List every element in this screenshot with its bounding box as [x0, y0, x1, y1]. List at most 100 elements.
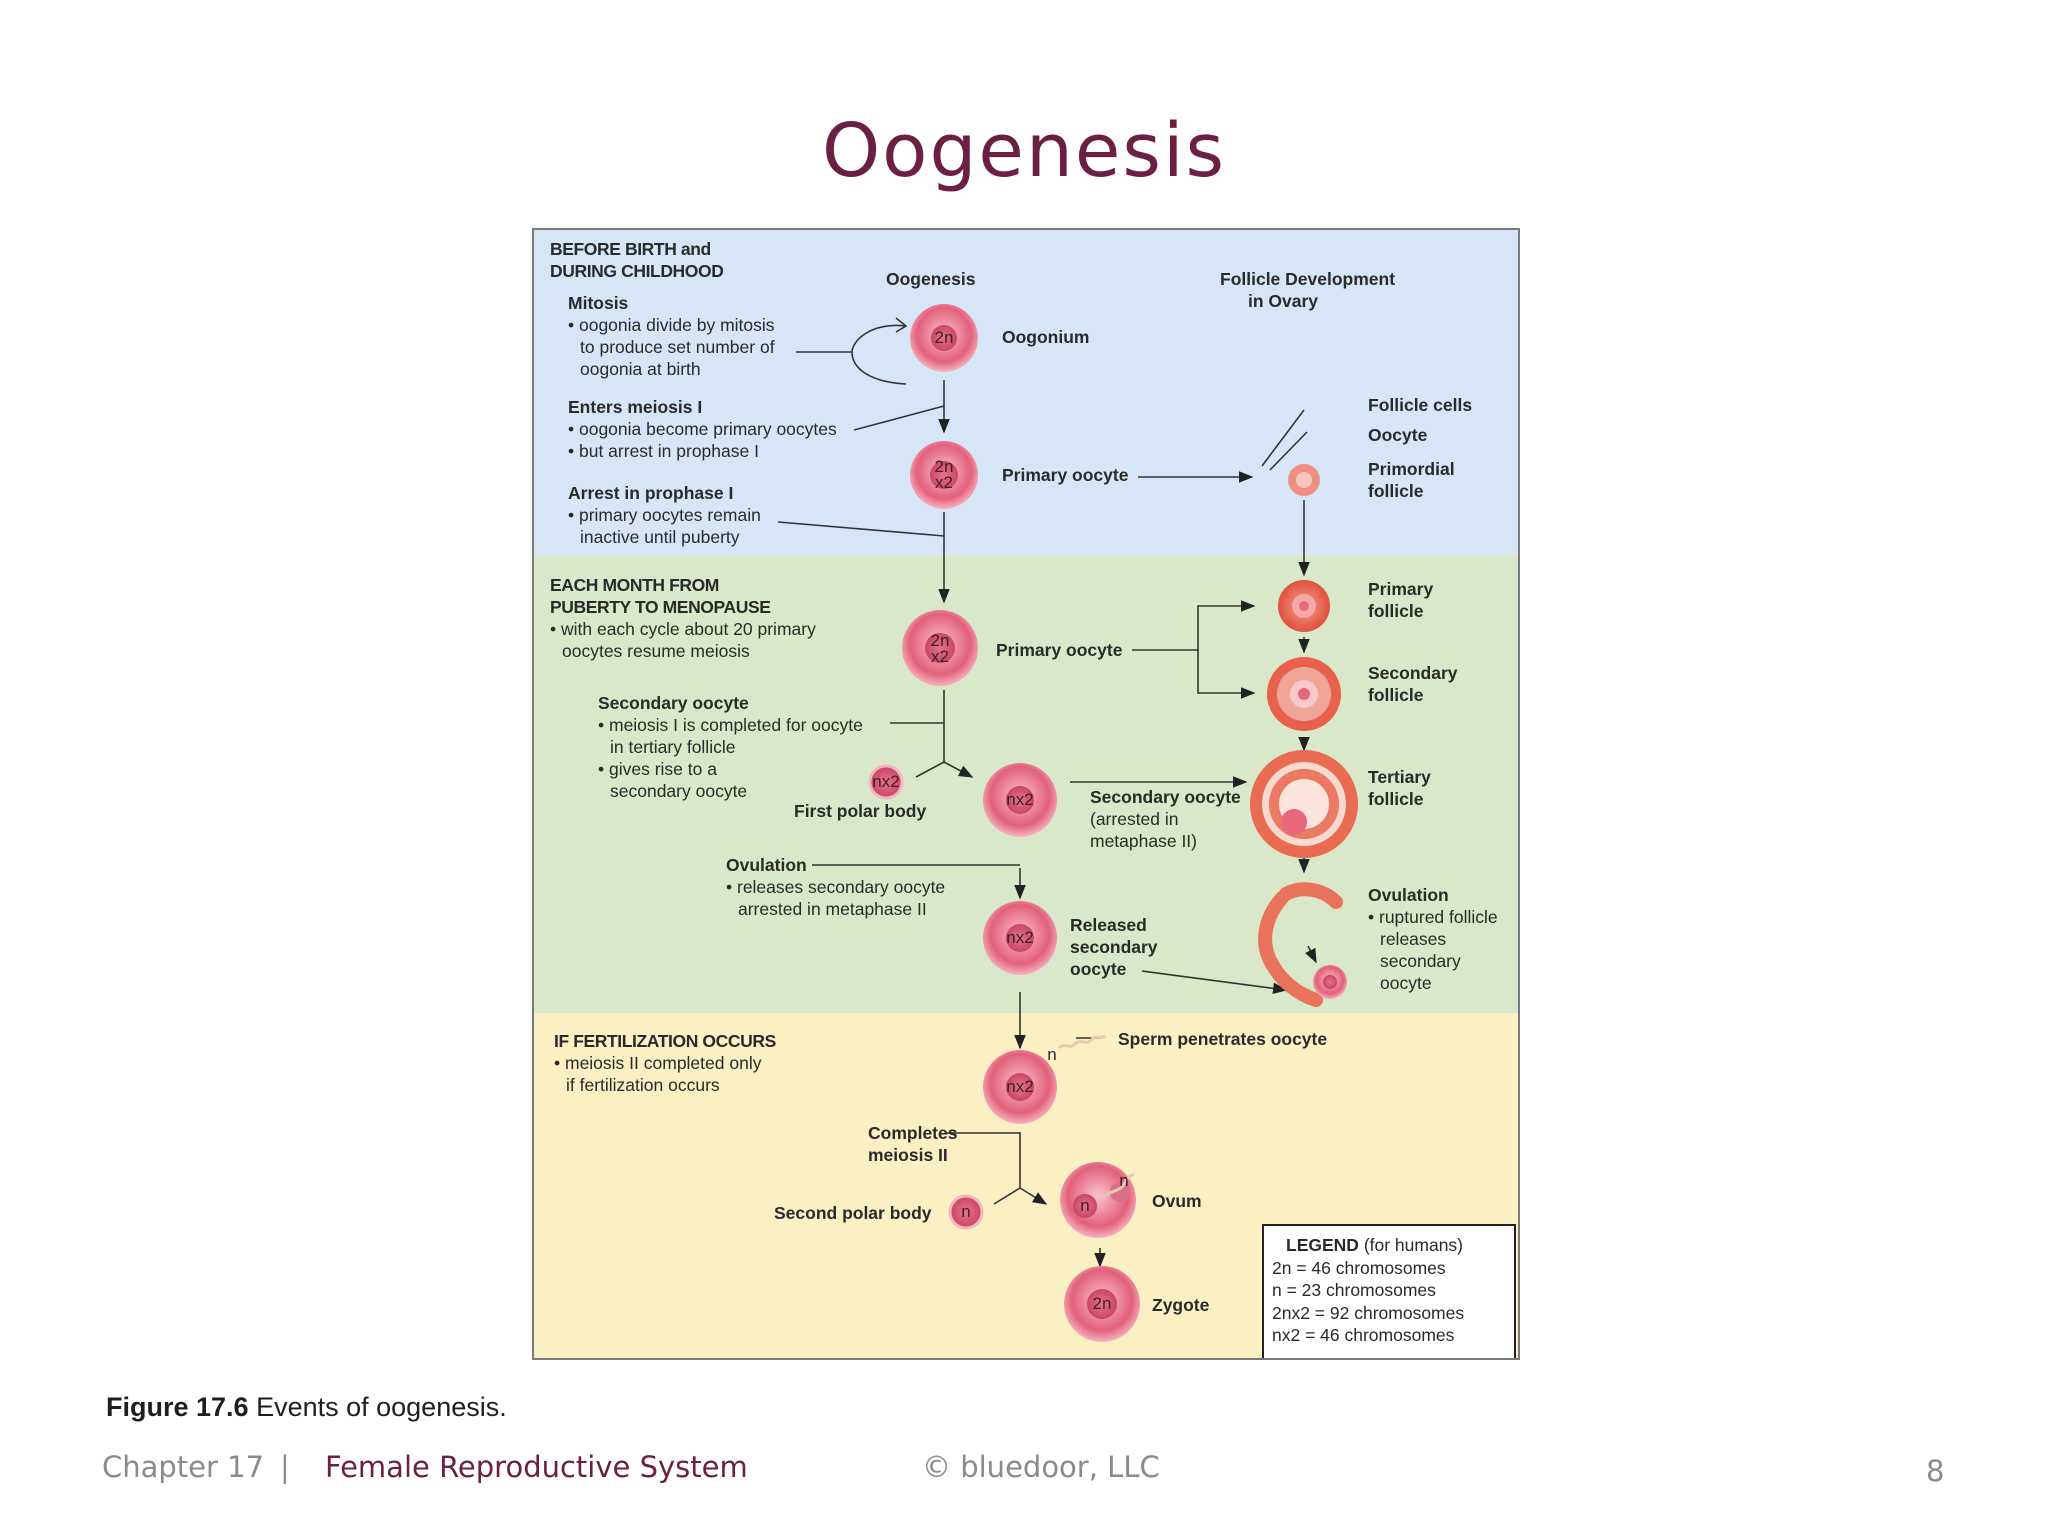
follicle-primordial [1288, 464, 1320, 496]
section3-header: IF FERTILIZATION OCCURS [554, 1031, 776, 1051]
cell-primary-oocyte-2 [902, 610, 978, 686]
label-secondary-follicle-1: Secondary [1368, 663, 1458, 683]
meiosis-line-1: • oogonia become primary oocytes [568, 419, 837, 439]
mitosis-title: Mitosis [568, 293, 629, 313]
ploidy-primary-a: 2n [934, 457, 954, 476]
ovulation-line-2: arrested in metaphase II [738, 899, 927, 919]
mitosis-line-2: to produce set number of [580, 337, 775, 357]
label-follicle-ovulation-3: secondary [1380, 951, 1461, 971]
caption-text: Events of oogenesis. [248, 1392, 507, 1422]
section2-header-2: PUBERTY TO MENOPAUSE [550, 597, 771, 617]
figure-caption: Figure 17.6 Events of oogenesis. [106, 1392, 507, 1423]
label-zygote: Zygote [1152, 1295, 1210, 1315]
follicle-ruptured [1258, 882, 1347, 1007]
cell-secondary-oocyte [983, 763, 1057, 837]
section3-line-2: if fertilization occurs [566, 1075, 720, 1095]
footer-topic: Female Reproductive System [325, 1450, 748, 1484]
follicle-column-heading-2: in Ovary [1247, 291, 1319, 311]
arrest-line-2: inactive until puberty [580, 527, 740, 547]
arrest-title: Arrest in prophase I [568, 483, 734, 503]
label-sperm-penetrates: Sperm penetrates oocyte [1118, 1029, 1328, 1049]
label-released-1: Released [1070, 915, 1147, 935]
legend-line-4: nx2 = 46 chromosomes [1272, 1325, 1455, 1345]
cell-first-polar-body [868, 764, 904, 800]
label-primary-oocyte: Primary oocyte [1002, 465, 1129, 485]
section3-line-1: • meiosis II completed only [554, 1053, 762, 1073]
section2-header-1: EACH MONTH FROM [550, 575, 719, 595]
label-ovum: Ovum [1152, 1191, 1202, 1211]
ploidy-primary2-a: 2n [930, 631, 950, 650]
legend-title: LEGEND [1286, 1235, 1359, 1255]
label-follicle-ovulation-2: releases [1380, 929, 1447, 949]
completes-meiosis-line-2: meiosis II [868, 1145, 948, 1165]
diagram-graphics [777, 304, 1358, 1342]
secondary-oocyte-line-1: • meiosis I is completed for oocyte [598, 715, 863, 735]
cell-ovum [1060, 1162, 1136, 1238]
legend-line-2: n = 23 chromosomes [1272, 1280, 1436, 1300]
section2-line-1: • with each cycle about 20 primary [550, 619, 816, 639]
legend-line-1: 2n = 46 chromosomes [1272, 1257, 1446, 1278]
oogenesis-figure: Oogenesis Follicle Development in Ovary … [532, 228, 1520, 1360]
label-secondary-oocyte-3: metaphase II) [1090, 831, 1197, 851]
follicle-column-heading-1: Follicle Development [1220, 269, 1396, 289]
secondary-oocyte-line-3: • gives rise to a [598, 759, 717, 779]
mitosis-line-1: • oogonia divide by mitosis [568, 315, 775, 335]
cell-primary-oocyte-1 [910, 441, 978, 509]
secondary-oocyte-title: Secondary oocyte [598, 693, 749, 713]
label-primordial-2: follicle [1368, 481, 1424, 501]
section1-header-2: DURING CHILDHOOD [550, 261, 724, 281]
ploidy-primary-b: x2 [935, 473, 953, 492]
label-primary-follicle-1: Primary [1368, 579, 1434, 599]
ploidy-oogonium: 2n [934, 328, 954, 347]
secondary-oocyte-line-4: secondary oocyte [610, 781, 748, 801]
footer-copyright: © bluedoor, LLC [922, 1450, 1160, 1484]
ploidy-secondary: nx2 [1006, 790, 1034, 809]
ploidy-zygote: 2n [1092, 1294, 1112, 1313]
ploidy-first-polar: nx2 [872, 772, 900, 791]
cell-zygote [1064, 1266, 1140, 1342]
label-primary-oocyte-2: Primary oocyte [996, 640, 1123, 660]
label-tertiary-follicle-2: follicle [1368, 789, 1424, 809]
meiosis-line-2: • but arrest in prophase I [568, 441, 759, 461]
label-follicle-ovulation: Ovulation [1368, 885, 1449, 905]
ploidy-fertilized: nx2 [1006, 1077, 1034, 1096]
cell-second-polar-body [948, 1194, 984, 1230]
slide-title: Oogenesis [821, 108, 1227, 194]
label-primordial-1: Primordial [1368, 459, 1455, 479]
footer-chapter: Chapter 17 [102, 1450, 265, 1484]
label-tertiary-follicle-1: Tertiary [1368, 767, 1431, 787]
ploidy-ovum: n [1080, 1196, 1090, 1215]
ploidy-primary2-b: x2 [931, 647, 949, 666]
page-number: 8 [1926, 1454, 1945, 1488]
mitosis-line-3: oogonia at birth [580, 359, 701, 379]
label-follicle-cells: Follicle cells [1368, 395, 1473, 415]
completes-meiosis-line-1: Completes [868, 1123, 958, 1143]
caption-label: Figure 17.6 [106, 1392, 249, 1422]
secondary-oocyte-line-2: in tertiary follicle [610, 737, 736, 757]
band-before-birth [534, 230, 1518, 557]
cell-fertilized-oocyte [983, 1050, 1057, 1124]
label-first-polar-body: First polar body [794, 801, 927, 821]
ovulation-line-1: • releases secondary oocyte [726, 877, 946, 897]
ploidy-ovum-sperm: n [1119, 1171, 1129, 1190]
label-secondary-follicle-2: follicle [1368, 685, 1424, 705]
label-follicle-ovulation-4: oocyte [1380, 973, 1432, 993]
ovulation-title: Ovulation [726, 855, 807, 875]
oogenesis-column-heading: Oogenesis [886, 269, 976, 289]
label-secondary-oocyte-1: Secondary oocyte [1090, 787, 1241, 807]
label-oocyte: Oocyte [1368, 425, 1428, 445]
ploidy-released: nx2 [1006, 928, 1034, 947]
label-follicle-ovulation-1: • ruptured follicle [1368, 907, 1498, 927]
ploidy-second-polar: n [961, 1202, 971, 1221]
meiosis-title: Enters meiosis I [568, 397, 703, 417]
legend-line-3: 2nx2 = 92 chromosomes [1272, 1302, 1465, 1323]
label-released-2: secondary [1070, 937, 1158, 957]
cell-oogonium [910, 304, 978, 372]
cell-released-oocyte [983, 901, 1057, 975]
legend-title-note: (for humans) [1363, 1235, 1464, 1255]
follicle-primary [1278, 580, 1330, 632]
label-released-3: oocyte [1070, 959, 1127, 979]
footer-separator: | [280, 1450, 290, 1484]
arrest-line-1: • primary oocytes remain [568, 505, 761, 525]
follicle-secondary [1267, 657, 1341, 731]
